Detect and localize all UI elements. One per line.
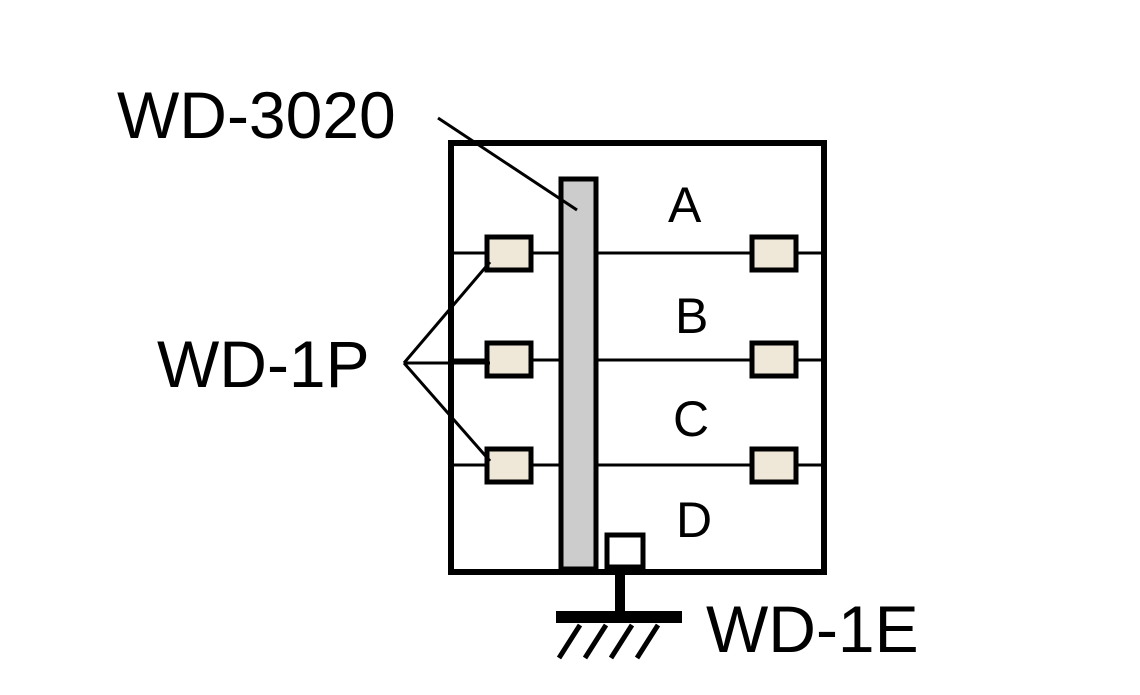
ground-hatch-3 bbox=[608, 623, 635, 660]
rod-label: WD-3020 bbox=[117, 78, 396, 152]
rod bbox=[558, 176, 599, 572]
plate-right-2 bbox=[749, 340, 799, 379]
plates-label: WD-1P bbox=[157, 327, 370, 401]
zone-label-c: C bbox=[673, 391, 709, 447]
ground-hatch-2 bbox=[582, 623, 609, 660]
plate-leader-line-1 bbox=[402, 261, 492, 364]
plate-right-1 bbox=[749, 234, 799, 273]
ground-hatch-4 bbox=[634, 623, 661, 660]
plate-right-3 bbox=[749, 446, 799, 485]
plate-left-2 bbox=[484, 340, 534, 379]
zone-label-a: A bbox=[668, 177, 702, 233]
plate-leader-lines bbox=[402, 261, 492, 462]
ground-symbol bbox=[556, 572, 682, 660]
plate-left-3 bbox=[484, 446, 534, 485]
zone-label-b: B bbox=[675, 288, 708, 344]
plates-right bbox=[749, 234, 799, 485]
tank-outline bbox=[448, 140, 827, 575]
plate-leader-line-3 bbox=[402, 362, 492, 462]
rod-leader-line bbox=[437, 116, 578, 212]
zone-label-d: D bbox=[676, 492, 712, 548]
earth-label: WD-1E bbox=[706, 592, 919, 666]
earth-terminal-box bbox=[604, 532, 646, 570]
ground-hatch-1 bbox=[556, 623, 583, 660]
plate-left-1 bbox=[484, 234, 534, 273]
plates-left bbox=[484, 234, 534, 485]
